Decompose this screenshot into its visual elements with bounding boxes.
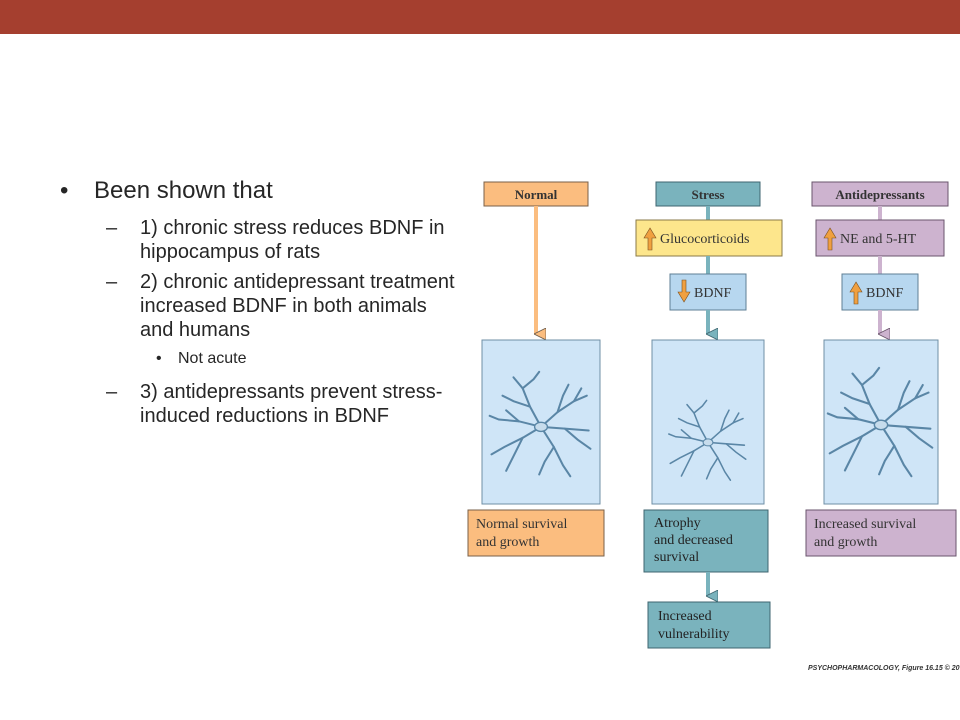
bullet-item-3-text: 3) antidepressants prevent stress-induce…: [140, 381, 443, 427]
antidepressants-outcome-line1: Increased survival: [814, 517, 916, 532]
stress-outcome-line2: and decreased: [654, 533, 733, 548]
vulnerability-box: [647, 601, 771, 649]
down-arrow-icon: [677, 279, 691, 303]
title-bar: [0, 0, 960, 34]
antidepressants-outcome-line2: and growth: [814, 535, 877, 550]
bullet-subitem-text: Not acute: [178, 350, 247, 367]
bullet-item-1: –1) chronic stress reduces BDNF in hippo…: [106, 217, 445, 263]
antidepressants-header: [811, 181, 949, 207]
bullet-main: •Been shown that: [60, 177, 273, 204]
figure-credit: PSYCHOPHARMACOLOGY, Figure 16.15 © 20: [808, 665, 960, 672]
bullet-item-2-text: 2) chronic antidepressant treatment incr…: [140, 271, 455, 341]
stress-header-label: Stress: [692, 187, 725, 202]
antidepressants-bdnf-label: BDNF: [866, 286, 904, 301]
bullet-item-1-text: 1) chronic stress reduces BDNF in hippoc…: [140, 217, 445, 263]
bullet-subitem: •Not acute: [156, 350, 247, 367]
glucocorticoids-label: Glucocorticoids: [660, 232, 749, 247]
stress-outcome-line3: survival: [654, 550, 699, 565]
stress-outcome: [643, 509, 769, 573]
glucocorticoids-box: [635, 219, 783, 257]
bullet-main-text: Been shown that: [94, 177, 273, 204]
ne-5ht-box: [815, 219, 945, 257]
normal-outcome: [467, 509, 605, 557]
bullet-list: •Been shown that –1) chronic stress redu…: [60, 176, 460, 434]
up-arrow-icon: [849, 281, 863, 305]
ne-5ht-label: NE and 5-HT: [840, 232, 917, 247]
bullet-item-2: –2) chronic antidepressant treatment inc…: [106, 271, 455, 341]
normal-outcome-line2: and growth: [476, 535, 539, 550]
antidepressants-header-label: Antidepressants: [835, 187, 924, 202]
stress-bdnf-label: BDNF: [694, 286, 732, 301]
bullet-item-3: –3) antidepressants prevent stress-induc…: [106, 381, 443, 427]
up-arrow-icon: [643, 227, 657, 251]
bdnf-figure: Normal Normal survival and growth Stress…: [467, 181, 957, 649]
normal-outcome-line1: Normal survival: [476, 517, 567, 532]
vulnerability-line1: Increased: [658, 609, 712, 624]
normal-header: [483, 181, 589, 207]
normal-header-label: Normal: [515, 187, 558, 202]
up-arrow-icon: [823, 227, 837, 251]
stress-neuron-panel: [651, 339, 765, 505]
antidepressants-outcome: [805, 509, 957, 557]
vulnerability-line2: vulnerability: [658, 627, 730, 642]
stress-outcome-line1: Atrophy: [654, 516, 701, 531]
